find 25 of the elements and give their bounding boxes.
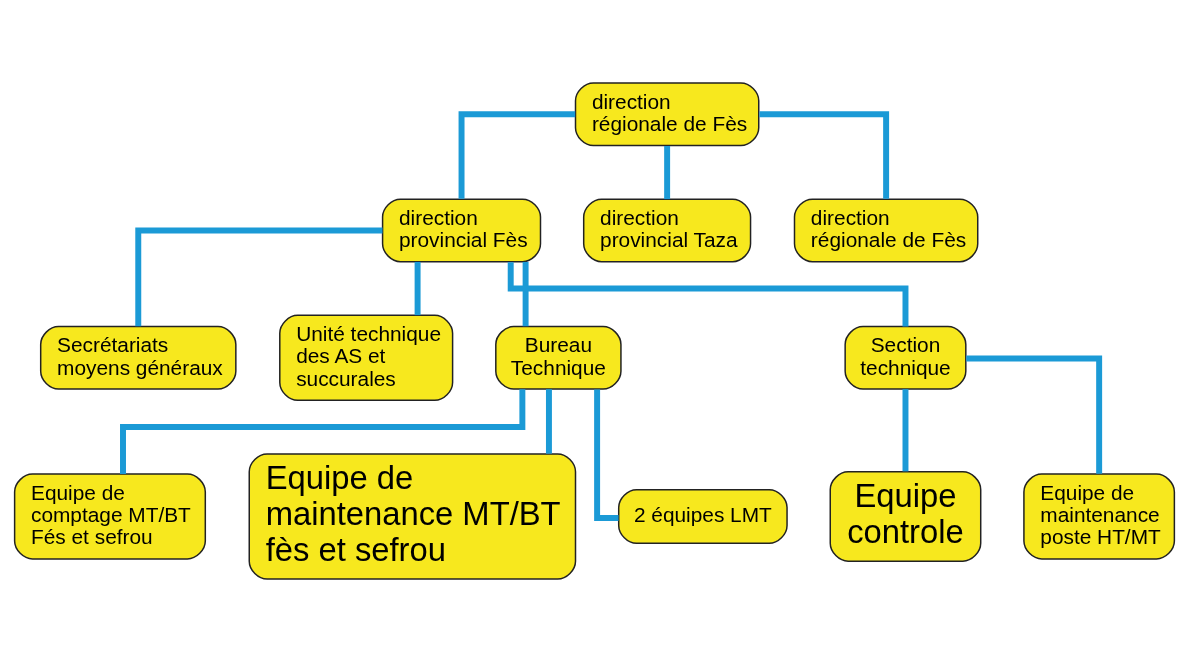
connector <box>522 261 529 327</box>
connector <box>902 389 909 472</box>
node-box: direction provincial Taza <box>582 198 752 263</box>
connector <box>594 389 619 521</box>
node-box: direction régionale de Fès <box>793 198 979 263</box>
node-box: Secrétariats moyens généraux <box>39 325 237 390</box>
connector <box>507 262 909 327</box>
connector <box>664 146 671 200</box>
node-box: Bureau Technique <box>495 325 622 390</box>
node-box: Equipe de comptage MT/BT Fés et sefrou <box>13 473 207 560</box>
connector <box>414 261 421 316</box>
node-box: Unité technique des AS et succurales <box>279 314 454 401</box>
node-box: Section technique <box>844 325 967 390</box>
node-box: Equipe controle <box>829 471 982 562</box>
node-box: direction provincial Fès <box>381 198 542 263</box>
node-box: 2 équipes LMT <box>617 488 788 545</box>
connector <box>120 389 526 474</box>
connector <box>458 111 576 199</box>
node-box: Equipe de maintenance poste HT/MT <box>1023 473 1176 560</box>
connector <box>545 389 552 454</box>
node-box: direction régionale de Fès <box>574 82 760 147</box>
connector <box>135 227 383 327</box>
connector <box>966 355 1103 474</box>
connector <box>759 111 890 199</box>
node-box: Equipe de maintenance MT/BT fès et sefrou <box>248 453 577 580</box>
